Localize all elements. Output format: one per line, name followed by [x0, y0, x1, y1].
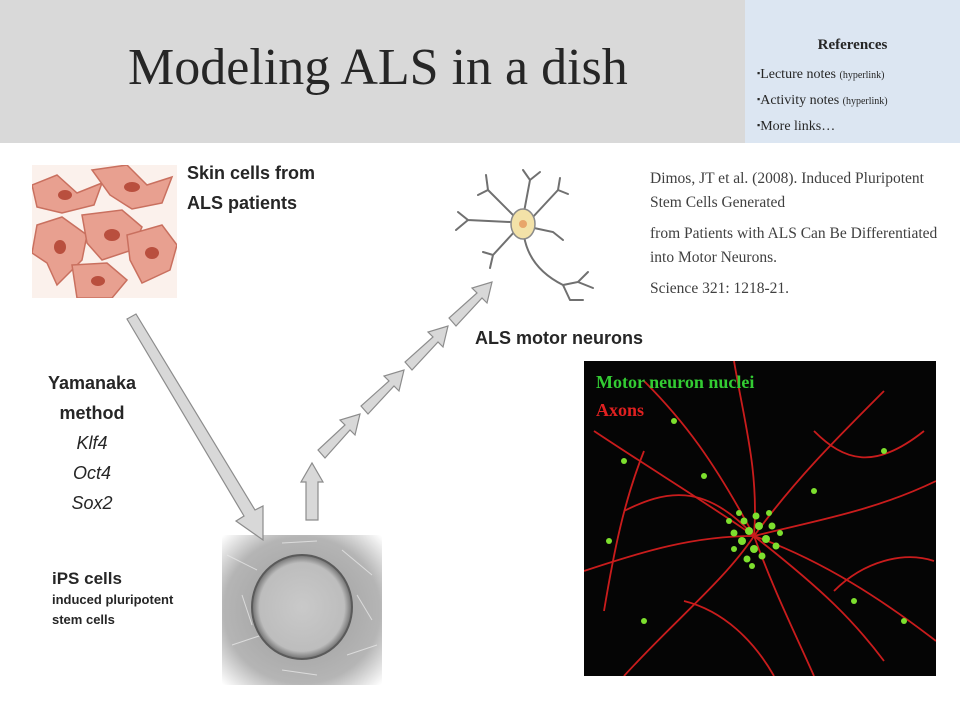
title-bar: Modeling ALS in a dish	[0, 0, 745, 143]
ips-desc-line1: induced pluripotent	[52, 592, 174, 607]
ips-colony-image	[222, 535, 382, 685]
reference-link-more-links[interactable]: ▪More links…	[757, 119, 835, 135]
arrow-step4	[448, 281, 493, 327]
arrow-skin-to-ips	[126, 313, 264, 542]
reference-link-text: More links…	[760, 119, 836, 134]
skin-cells-label: Skin cells from ALS patients	[187, 158, 315, 218]
references-panel: References ▪Lecture notes (hyperlink) ▪A…	[745, 0, 960, 143]
bullet-icon: ▪	[757, 94, 761, 104]
motor-neurons-label: ALS motor neurons	[475, 328, 644, 348]
factor-sox2: Sox2	[71, 493, 113, 513]
arrow-step1	[317, 413, 361, 459]
reference-link-note: (hyperlink)	[842, 96, 888, 107]
ips-title: iPS cells	[52, 569, 122, 588]
reference-link-activity-notes[interactable]: ▪Activity notes (hyperlink)	[757, 93, 888, 109]
fluorescence-micrograph	[584, 361, 936, 676]
references-heading: References	[817, 37, 888, 53]
ips-desc-line2: stem cells	[52, 612, 115, 627]
legend-nuclei: Motor neuron nuclei	[596, 372, 754, 393]
arrow-step2	[360, 369, 405, 415]
factor-oct4: Oct4	[72, 463, 111, 483]
yamanaka-line2: method	[59, 403, 125, 423]
yamanaka-line1: Yamanaka	[47, 373, 137, 393]
arrow-step3	[404, 325, 449, 371]
reference-link-note: (hyperlink)	[839, 70, 885, 81]
legend-axons-text: Axons	[596, 400, 645, 420]
yamanaka-method-label: Yamanaka method Klf4 Oct4 Sox2	[22, 368, 162, 518]
citation-line1: Dimos, JT et al. (2008). Induced Pluripo…	[650, 170, 924, 211]
slide-title: Modeling ALS in a dish	[128, 39, 628, 96]
citation-line2: from Patients with ALS Can Be Differenti…	[650, 225, 938, 266]
legend-nuclei-text: Motor neuron nuclei	[596, 372, 755, 392]
skin-cells-label-line1: Skin cells from	[187, 163, 316, 183]
ips-cells-label: iPS cells induced pluripotent stem cells	[52, 568, 173, 630]
motor-neuron-drawing	[455, 169, 594, 301]
reference-link-text: Activity notes	[760, 93, 843, 108]
arrow-up	[299, 461, 325, 521]
skin-cells-image	[32, 165, 177, 298]
bullet-icon: ▪	[757, 120, 761, 130]
factor-klf4: Klf4	[76, 433, 108, 453]
legend-axons: Axons	[596, 400, 644, 421]
citation: Dimos, JT et al. (2008). Induced Pluripo…	[650, 167, 950, 308]
citation-line3: Science 321: 1218-21.	[650, 280, 790, 297]
bullet-icon: ▪	[757, 68, 761, 78]
reference-link-lecture-notes[interactable]: ▪Lecture notes (hyperlink)	[757, 67, 885, 83]
skin-cells-label-line2: ALS patients	[187, 193, 298, 213]
reference-link-text: Lecture notes	[760, 67, 840, 82]
